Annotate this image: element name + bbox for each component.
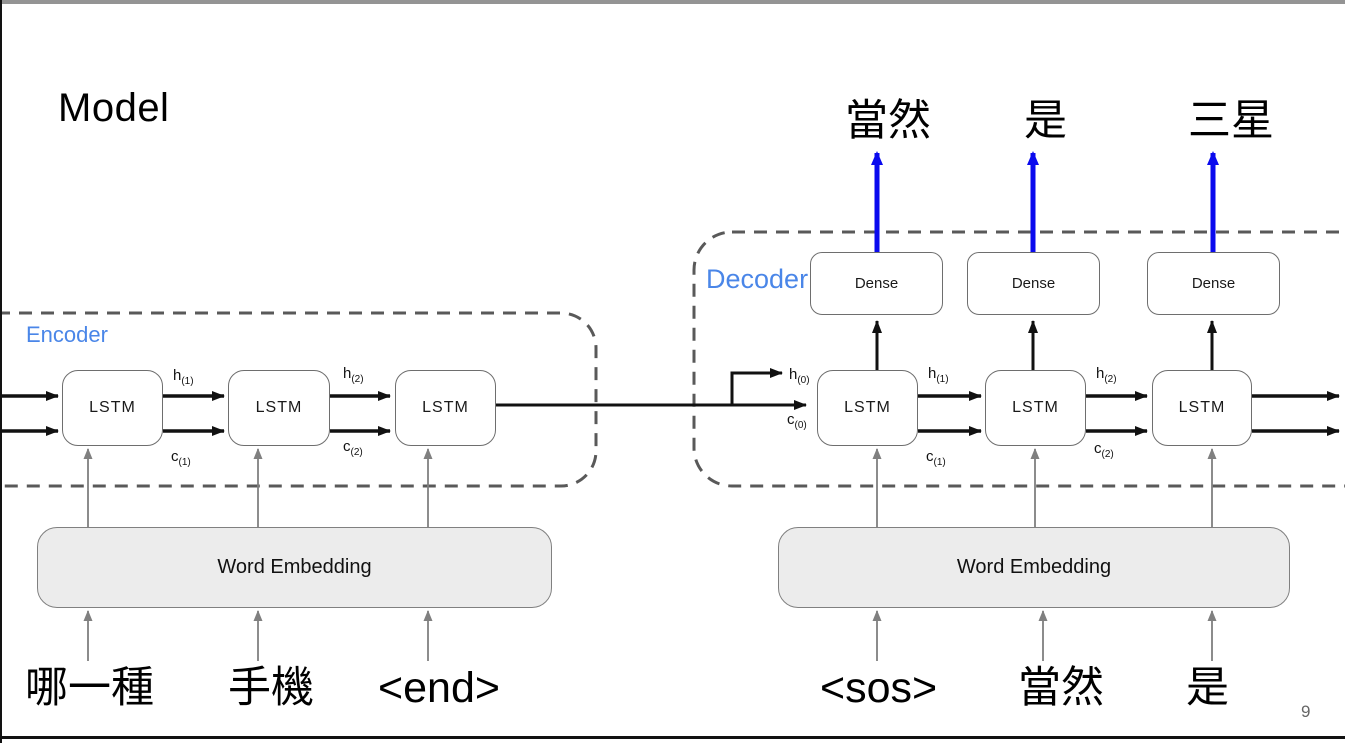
encoder-input-arrows bbox=[0, 391, 59, 436]
encoder-embedding-to-lstm-arrows bbox=[83, 448, 433, 527]
encoder-word-to-embedding-arrows bbox=[83, 610, 433, 661]
encoder-state-h1: h(1) bbox=[173, 367, 194, 387]
dense-2: Dense bbox=[967, 252, 1100, 315]
decoder-lstm-3: LSTM bbox=[1152, 370, 1252, 446]
dense-1: Dense bbox=[810, 252, 943, 315]
decoder-word-embedding-label: Word Embedding bbox=[956, 556, 1112, 578]
decoder-input-word-1: <sos> bbox=[820, 664, 938, 712]
decoder-output-arrows bbox=[1252, 391, 1340, 436]
decoder-state-c0: c(0) bbox=[787, 411, 807, 431]
decoder-lstm-2-label: LSTM bbox=[1012, 399, 1059, 416]
page-number: 9 bbox=[1301, 702, 1311, 721]
encoder-lstm-2-label: LSTM bbox=[255, 399, 303, 416]
encoder-word-embedding: Word Embedding bbox=[37, 527, 552, 608]
encoder-lstm-1-label: LSTM bbox=[89, 399, 136, 416]
decoder-output-word-2: 是 bbox=[1024, 97, 1067, 145]
encoder-input-word-1: 哪一種 bbox=[25, 664, 154, 712]
decoder-state-h1: h(1) bbox=[928, 365, 949, 385]
decoder-input-word-3: 是 bbox=[1186, 664, 1229, 712]
decoder-word-embedding: Word Embedding bbox=[778, 527, 1290, 608]
decoder-output-word-3: 三星 bbox=[1188, 97, 1274, 145]
decoder-lstm-1: LSTM bbox=[817, 370, 918, 446]
encoder-label: Encoder bbox=[26, 322, 108, 347]
encoder-lstm-1: LSTM bbox=[62, 370, 163, 446]
encoder-lstm-3: LSTM bbox=[395, 370, 496, 446]
encoder-lstm-2: LSTM bbox=[228, 370, 330, 446]
decoder-word-to-embedding-arrows bbox=[872, 610, 1217, 661]
decoder-output-word-1: 當然 bbox=[845, 97, 931, 145]
slide-left-border bbox=[0, 0, 2, 743]
encoder-state-c2: c(2) bbox=[343, 438, 363, 458]
decoder-input-word-2: 當然 bbox=[1018, 664, 1104, 712]
dense-3-label: Dense bbox=[1191, 275, 1236, 292]
slide-top-border bbox=[0, 0, 1345, 4]
decoder-state-h0: h(0) bbox=[789, 366, 810, 386]
page-title: Model bbox=[58, 86, 170, 130]
encoder-state-h2: h(2) bbox=[343, 365, 364, 385]
encoder-state-c1: c(1) bbox=[171, 448, 191, 468]
encoder-word-embedding-label: Word Embedding bbox=[217, 556, 372, 578]
encoder-input-word-3: <end> bbox=[378, 664, 500, 712]
context-connector bbox=[496, 368, 807, 410]
decoder-label: Decoder bbox=[706, 264, 809, 294]
decoder-lstm-2: LSTM bbox=[985, 370, 1086, 446]
lstm-to-dense-arrows bbox=[872, 320, 1217, 370]
encoder-lstm-3-label: LSTM bbox=[422, 399, 469, 416]
decoder-state-c2: c(2) bbox=[1094, 440, 1114, 460]
decoder-lstm-3-label: LSTM bbox=[1178, 399, 1226, 416]
encoder-input-word-2: 手機 bbox=[228, 664, 314, 712]
dense-2-label: Dense bbox=[1011, 275, 1056, 292]
decoder-state-h2: h(2) bbox=[1096, 365, 1117, 385]
slide-bottom-border bbox=[0, 736, 1345, 739]
dense-output-arrows bbox=[871, 151, 1219, 252]
decoder-lstm-1-label: LSTM bbox=[844, 399, 891, 416]
decoder-state-c1: c(1) bbox=[926, 448, 946, 468]
dense-1-label: Dense bbox=[854, 275, 899, 292]
dense-3: Dense bbox=[1147, 252, 1280, 315]
